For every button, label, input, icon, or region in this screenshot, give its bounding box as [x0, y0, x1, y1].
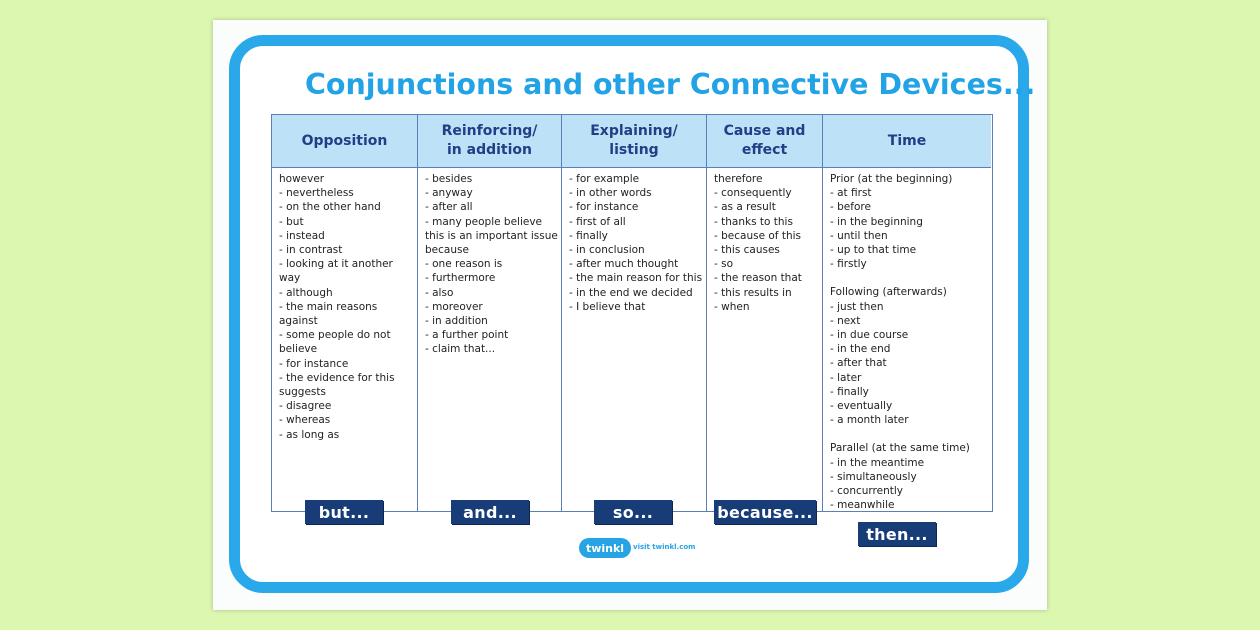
list-item: - simultaneously: [830, 470, 917, 483]
list-item: - just then: [830, 300, 884, 313]
list-item: - later: [830, 371, 862, 384]
twinkl-logo: twinkl visit twinkl.com: [579, 538, 699, 560]
list-item: - in the end we decided: [569, 286, 693, 299]
column-explaining: Explaining/ listing - for example - in o…: [562, 115, 707, 511]
tag-and: and...: [451, 500, 529, 524]
tag-but: but...: [305, 500, 383, 524]
logo-cloud: twinkl: [579, 538, 631, 558]
list-item: - in addition: [425, 315, 488, 328]
list-item: - in due course: [830, 329, 909, 342]
tag-so: so...: [594, 500, 672, 524]
list-item: - thanks to this: [714, 215, 793, 228]
list-item: - the main reasons against: [279, 300, 378, 328]
list-item: - finally: [830, 385, 869, 398]
list-item: - after that: [830, 357, 887, 370]
list-item: - because of this: [714, 229, 801, 242]
connective-list: Prior (at the beginning) - at first - be…: [830, 172, 988, 512]
list-item: - this causes: [714, 244, 780, 257]
column-time: Time Prior (at the beginning) - at first…: [823, 115, 991, 511]
column-header: Cause and effect: [707, 115, 822, 168]
column-header: Explaining/ listing: [562, 115, 706, 168]
list-item: - meanwhile: [830, 499, 895, 512]
tag-then: then...: [858, 522, 936, 546]
list-item: - although: [279, 286, 333, 299]
list-item: - the reason that: [714, 272, 802, 285]
list-item: - for instance: [279, 357, 349, 370]
list-item: - claim that...: [425, 343, 496, 356]
list-item: - furthermore: [425, 272, 496, 285]
connective-list: - for example - in other words - for ins…: [569, 172, 703, 314]
list-item: - firstly: [830, 258, 867, 271]
list-item: - eventually: [830, 400, 893, 413]
list-item: - but: [279, 215, 304, 228]
column-header: Time: [823, 115, 991, 168]
list-item: - this results in: [714, 286, 792, 299]
group-label: Following (afterwards): [830, 286, 947, 299]
list-item: - in the end: [830, 343, 891, 356]
list-item: - on the other hand: [279, 201, 381, 214]
list-item: - besides: [425, 173, 473, 185]
connectives-table: Opposition however - nevertheless - on t…: [271, 114, 993, 512]
list-item: however: [279, 173, 325, 185]
list-item: - until then: [830, 229, 888, 242]
poster-title: Conjunctions and other Connective Device…: [305, 68, 1036, 101]
logo-url: visit twinkl.com: [633, 543, 696, 551]
column-header: Opposition: [272, 115, 417, 168]
list-item: - I believe that: [569, 300, 646, 313]
list-item: - up to that time: [830, 244, 917, 257]
list-item: - in conclusion: [569, 244, 645, 257]
list-item: therefore: [714, 173, 763, 185]
list-item: - looking at it another way: [279, 258, 393, 285]
list-item: - instead: [279, 229, 325, 242]
list-item: - in other words: [569, 187, 652, 200]
connective-list: therefore - consequently - as a result -…: [714, 172, 819, 314]
list-item: - many people believe this is an importa…: [425, 215, 558, 257]
list-item: - in the beginning: [830, 215, 923, 228]
list-item: - when: [714, 300, 750, 313]
list-item: - for instance: [569, 201, 639, 214]
list-item: - after all: [425, 201, 473, 214]
list-item: - before: [830, 201, 871, 214]
list-item: - so: [714, 258, 734, 271]
column-opposition: Opposition however - nevertheless - on t…: [272, 115, 418, 511]
list-item: - consequently: [714, 187, 792, 200]
list-item: - as a result: [714, 201, 776, 214]
column-reinforcing: Reinforcing/ in addition - besides - any…: [418, 115, 562, 511]
list-item: - also: [425, 286, 454, 299]
connective-list: however - nevertheless - on the other ha…: [279, 172, 414, 442]
list-item: - nevertheless: [279, 187, 354, 200]
list-item: - one reason is: [425, 258, 503, 271]
list-item: - as long as: [279, 428, 340, 441]
list-item: - in the meantime: [830, 456, 925, 469]
list-item: - for example: [569, 173, 640, 185]
list-item: - concurrently: [830, 485, 903, 498]
list-item: - the evidence for this suggests: [279, 371, 395, 399]
list-item: - after much thought: [569, 258, 679, 271]
list-item: - moreover: [425, 300, 483, 313]
list-item: - finally: [569, 229, 608, 242]
tag-because: because...: [714, 500, 816, 524]
list-item: - a month later: [830, 414, 909, 427]
list-item: - whereas: [279, 414, 331, 427]
column-cause-effect: Cause and effect therefore - consequentl…: [707, 115, 823, 511]
group-label: Prior (at the beginning): [830, 173, 953, 185]
column-header: Reinforcing/ in addition: [418, 115, 561, 168]
list-item: - disagree: [279, 400, 332, 413]
group-label: Parallel (at the same time): [830, 442, 970, 455]
list-item: - anyway: [425, 187, 473, 200]
connective-list: - besides - anyway - after all - many pe…: [425, 172, 558, 357]
list-item: - in contrast: [279, 244, 343, 257]
list-item: - a further point: [425, 329, 509, 342]
list-item: - next: [830, 314, 861, 327]
list-item: - some people do not believe: [279, 329, 391, 356]
list-item: - the main reason for this: [569, 272, 703, 285]
list-item: - at first: [830, 187, 872, 200]
list-item: - first of all: [569, 215, 626, 228]
